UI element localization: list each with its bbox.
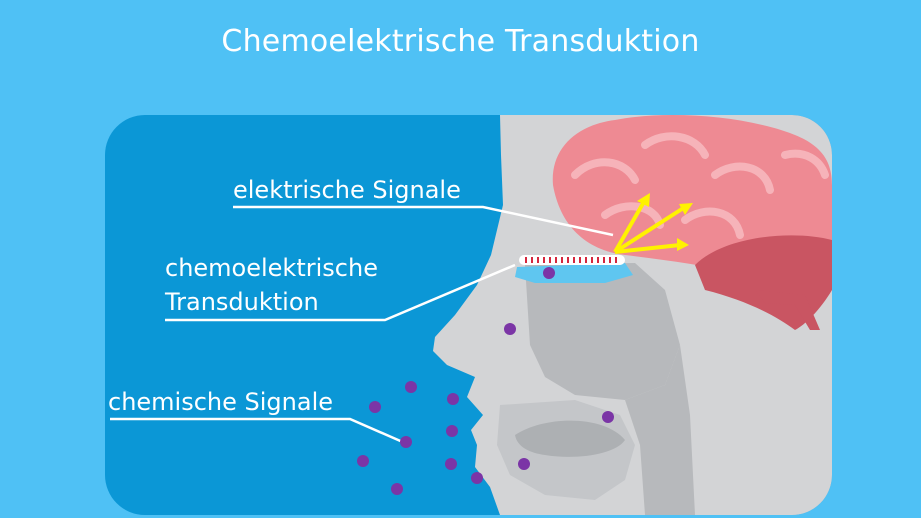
transduction-label: chemoelektrische Transduktion bbox=[165, 254, 378, 316]
nasal-cavity bbox=[525, 263, 680, 400]
head-illustration bbox=[110, 115, 832, 515]
receptor-marks bbox=[525, 257, 617, 263]
throat bbox=[625, 345, 695, 515]
odor-molecules bbox=[357, 267, 614, 495]
olfactory-epithelium bbox=[515, 263, 633, 283]
brain-folds bbox=[571, 132, 829, 239]
chemical-signals-label: chemische Signale bbox=[108, 388, 334, 416]
electric-leader-line bbox=[233, 205, 614, 237]
page-title: Chemoelektrische Transduktion bbox=[221, 24, 700, 59]
signal-arrows bbox=[613, 193, 693, 254]
brainstem bbox=[755, 290, 820, 330]
diagram-panel: elektrische Signale chemoelektrische Tra… bbox=[105, 115, 832, 515]
transduction-leader-line bbox=[165, 263, 516, 322]
electric-signals-label: elektrische Signale bbox=[233, 176, 461, 204]
tongue bbox=[515, 420, 625, 457]
chemical-leader-line bbox=[110, 417, 406, 445]
